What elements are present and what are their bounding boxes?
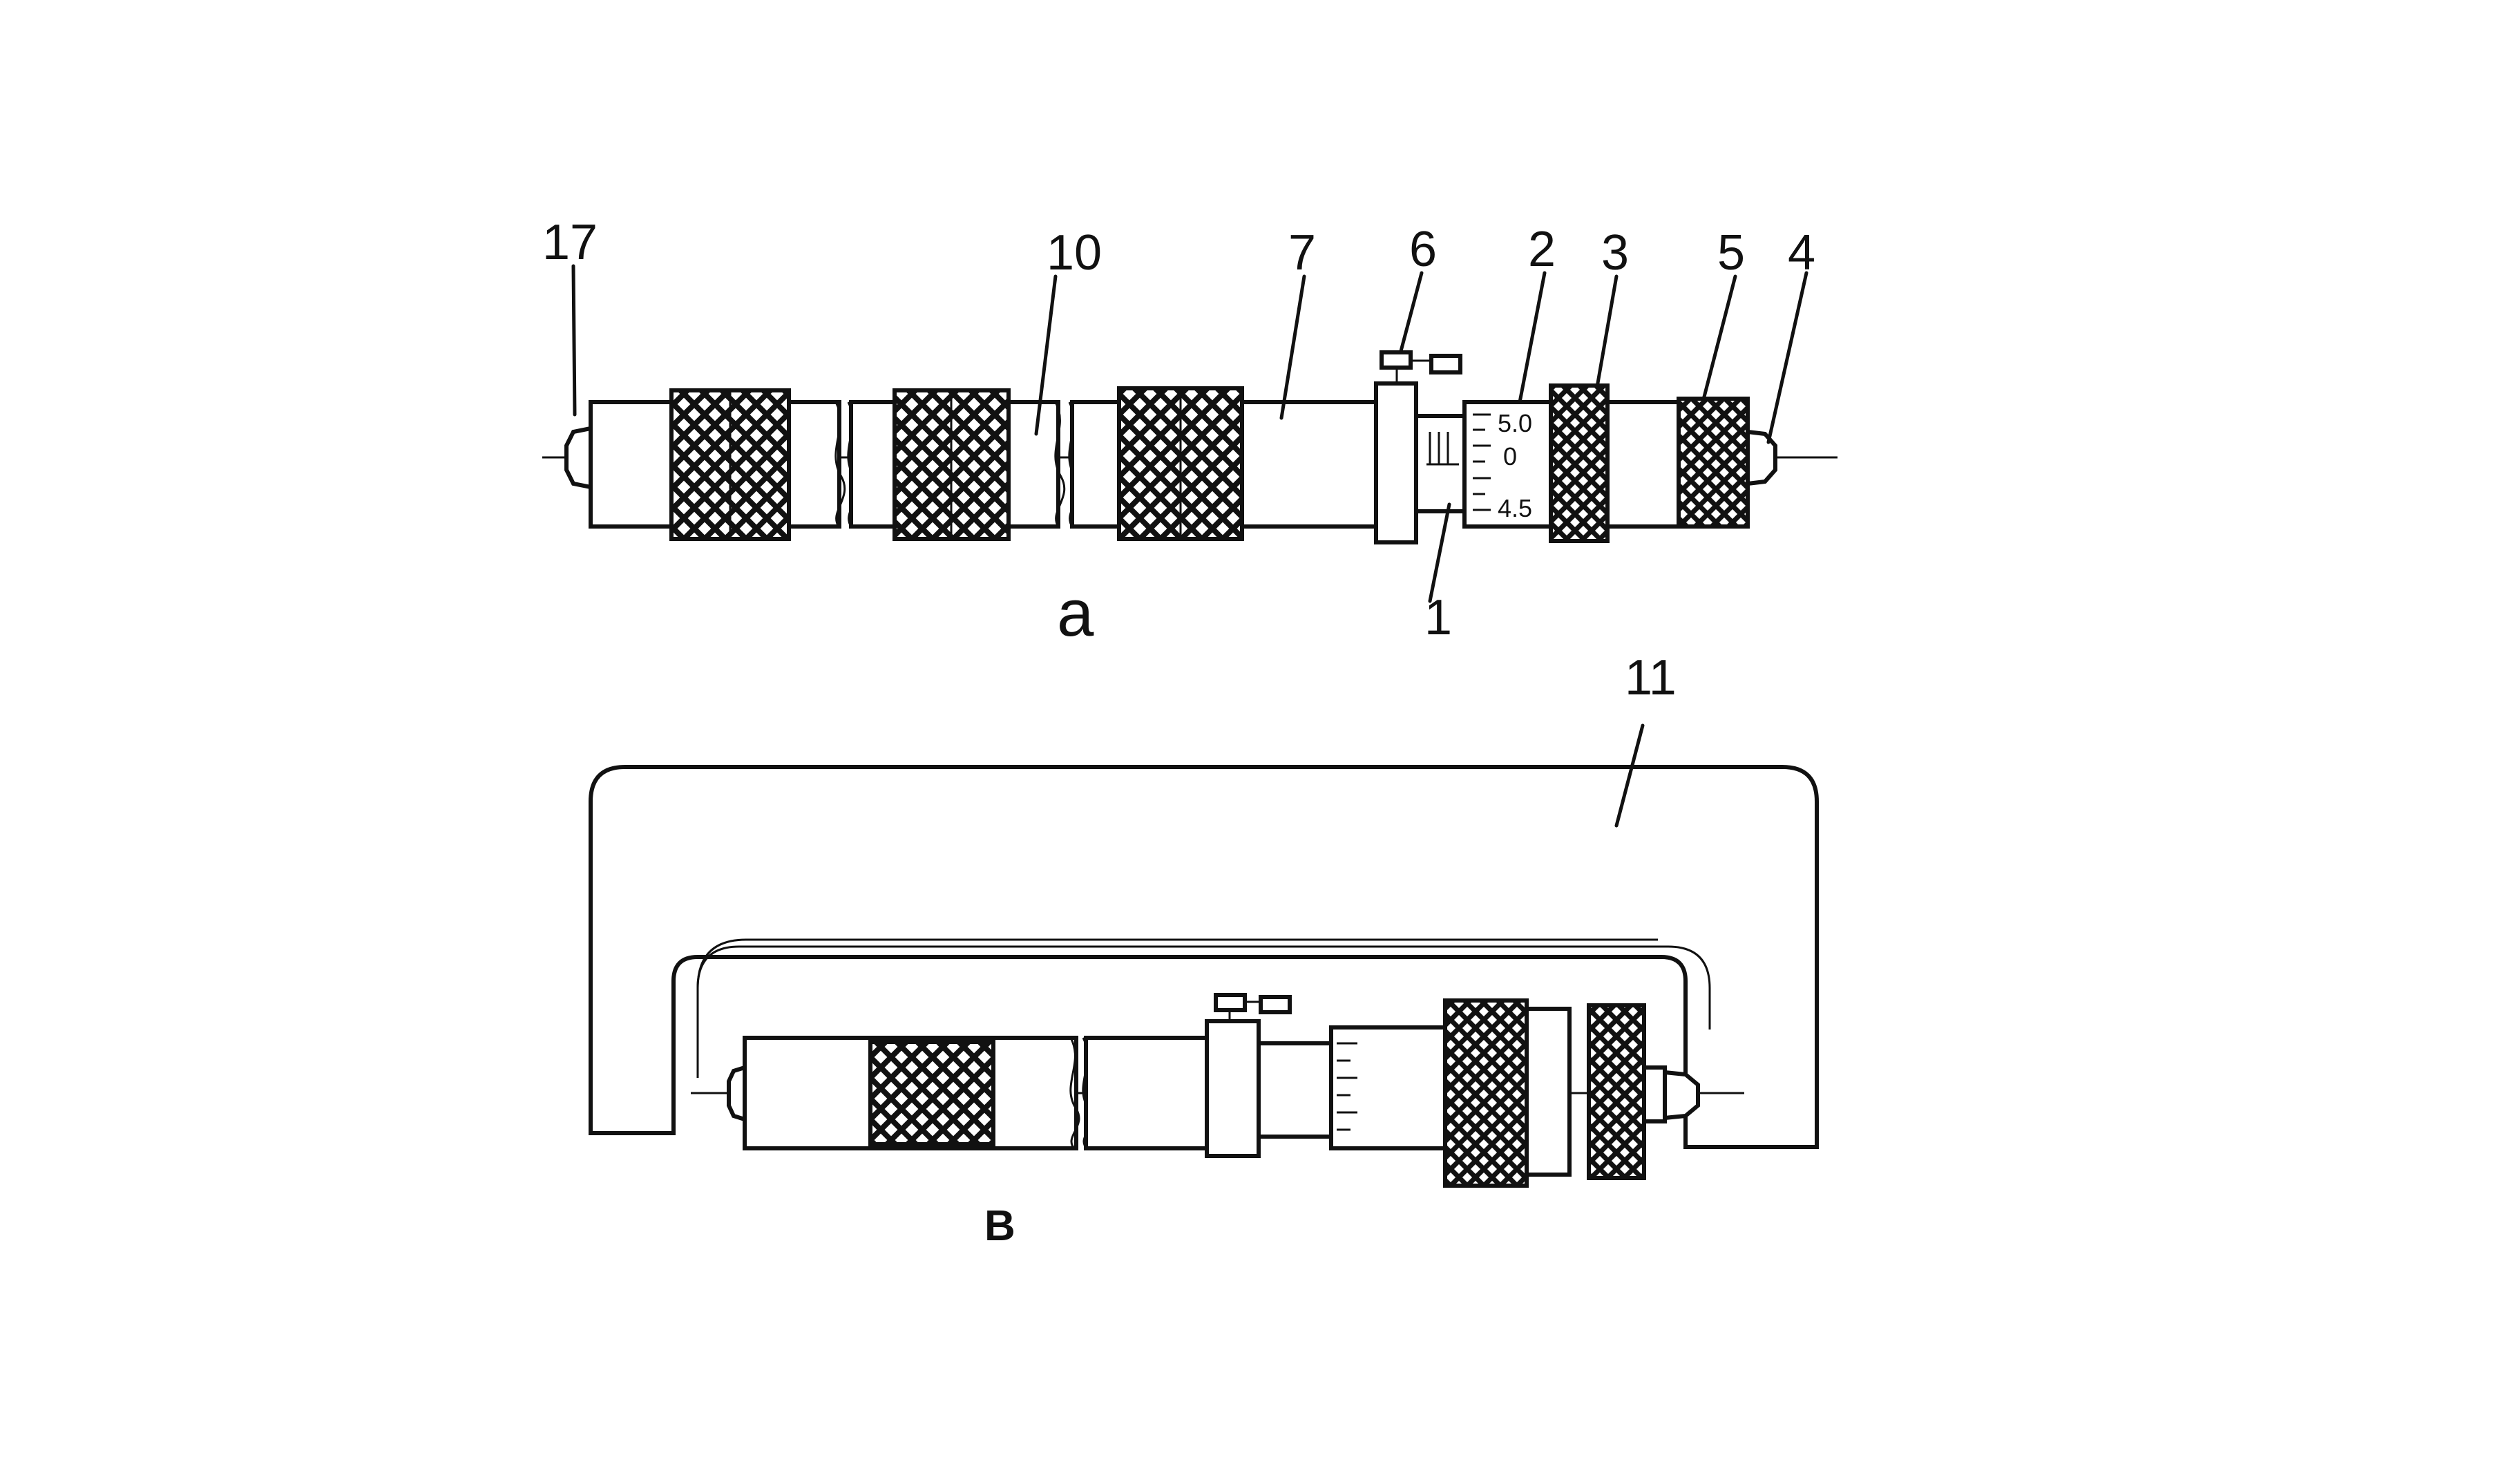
lower-lock-clamp (1205, 1019, 1261, 1158)
leader-7 (1279, 274, 1306, 420)
lower-extension-rod-2 (1084, 1036, 1209, 1150)
label-7: 7 (1288, 225, 1316, 281)
label-6: 6 (1409, 222, 1437, 277)
lower-ratchet-stop (1587, 1003, 1646, 1180)
leader-1 (1428, 502, 1451, 603)
lower-measuring-tip-right (1663, 1070, 1700, 1121)
lower-lock-screw-head (1214, 993, 1247, 1012)
label-10: 10 (1047, 225, 1102, 281)
lock-clamp (1374, 381, 1418, 544)
label-11: 11 (1625, 650, 1677, 705)
setting-frame-inner-line (696, 938, 1658, 989)
lower-break-mark-1 (1069, 1037, 1080, 1149)
inside-micrometer-assembly: 5.0 0 4.5 17 10 7 6 2 3 5 4 1 a (542, 215, 1838, 650)
leader-2 (1518, 271, 1547, 404)
break-mark-1 (834, 401, 846, 527)
leader-17 (571, 264, 577, 417)
scale-label-lower: 4.5 (1498, 494, 1532, 522)
scale-label-middle: 0 (1503, 442, 1517, 471)
lower-knurled-coupling (868, 1040, 995, 1146)
knurled-thimble-ring (1549, 383, 1610, 543)
ratchet-stop (1677, 397, 1750, 529)
panel-label-a: a (1057, 576, 1094, 650)
label-1: 1 (1424, 590, 1452, 645)
measuring-tip-left (564, 426, 593, 490)
lock-lever (1429, 354, 1462, 374)
lower-spindle (1257, 1041, 1333, 1139)
lower-lock-lever (1259, 995, 1292, 1014)
rear-barrel (1605, 400, 1681, 529)
leader-4 (1766, 271, 1808, 444)
leader-5 (1701, 274, 1737, 404)
leader-3 (1595, 274, 1619, 389)
micrometer-in-setting-frame: 11 B (589, 650, 1819, 1250)
frame-anvil-left (727, 1064, 747, 1123)
label-2: 2 (1528, 222, 1556, 277)
setting-frame (589, 765, 1819, 1149)
label-4: 4 (1788, 225, 1815, 281)
label-17: 17 (542, 215, 598, 270)
measuring-tip-right (1746, 429, 1777, 486)
lower-thimble-collar (1525, 1007, 1572, 1177)
leader-10 (1034, 274, 1058, 436)
lower-ratchet-neck (1642, 1065, 1667, 1123)
lock-screw-head (1380, 350, 1413, 370)
break-mark-3 (1054, 401, 1066, 527)
lower-knurled-thimble (1443, 998, 1529, 1188)
panel-label-b: B (984, 1202, 1015, 1250)
scale-label-upper: 5.0 (1498, 409, 1532, 437)
lower-scale-sleeve (1329, 1025, 1447, 1150)
leader-11 (1614, 723, 1645, 828)
label-3: 3 (1601, 225, 1629, 281)
label-5: 5 (1717, 225, 1745, 281)
thimble-scale (1462, 400, 1553, 529)
leader-6 (1399, 271, 1424, 353)
